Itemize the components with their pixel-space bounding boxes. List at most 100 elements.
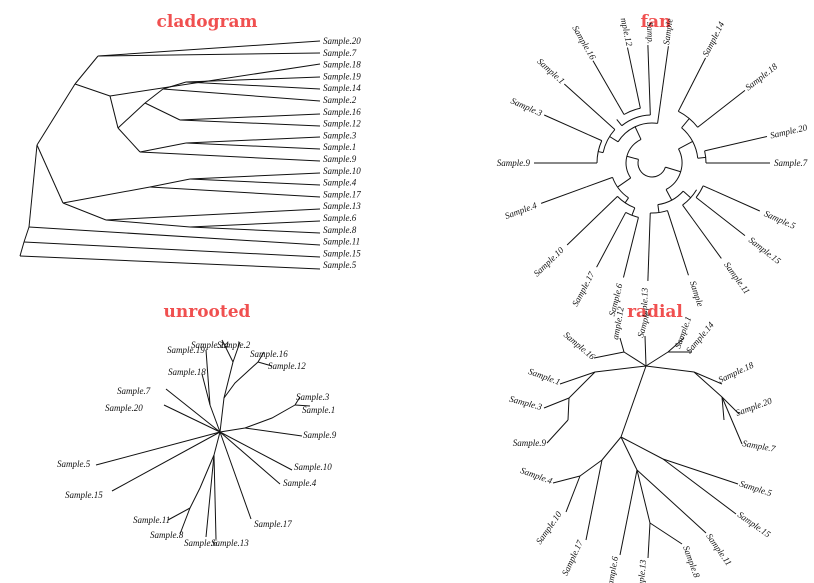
fan-branch <box>647 45 651 94</box>
fan-branch <box>616 102 625 115</box>
rad-branch <box>620 436 638 471</box>
fan-arc <box>637 159 666 178</box>
unr-branch <box>205 349 211 406</box>
rad-branch <box>636 469 651 524</box>
fan-branch <box>609 136 619 143</box>
fan-branch <box>673 229 689 276</box>
rad-tip-label: Sample.3 <box>508 394 543 412</box>
rad-branch <box>552 475 581 484</box>
fan-branch <box>599 115 616 130</box>
cladogram-title: cladogram <box>157 12 258 32</box>
fan-branch <box>634 126 642 140</box>
unr-branch <box>213 431 221 456</box>
fan-tip-label: Samp. <box>645 22 656 45</box>
rad-branch <box>636 469 707 534</box>
rad-branch <box>693 371 723 385</box>
clad-branch <box>139 142 187 153</box>
clad-branch <box>74 55 99 85</box>
fan-branch <box>601 195 618 212</box>
fan-branch <box>587 134 602 142</box>
rad-tip-label: Sample.1 <box>527 366 562 387</box>
clad-branch <box>144 102 181 121</box>
clad-tip-label: Sample.16 <box>323 107 361 117</box>
fan-tip-label: Sample.11 <box>722 260 752 296</box>
unr-branch <box>221 339 234 363</box>
unr-branch <box>189 454 215 509</box>
clad-branch <box>62 186 151 204</box>
unr-tip-label: Sample.4 <box>283 478 317 488</box>
rad-tip-label: Sample.11 <box>704 531 733 567</box>
clad-branch <box>189 172 321 180</box>
unr-tip-label: Sample.8 <box>150 530 184 540</box>
unr-branch <box>244 404 296 429</box>
fan-tip-label: Sample.15 <box>747 235 783 266</box>
rad-branch <box>645 351 669 367</box>
cladogram-panel: cladogram Sample.20Sample.7Sample.18Samp… <box>19 12 361 270</box>
fan-title: fan <box>641 12 672 32</box>
rad-branch <box>693 371 723 398</box>
fan-branch <box>706 89 746 121</box>
clad-branch <box>19 241 25 257</box>
unr-tip-label: Sample.3 <box>296 392 330 402</box>
rad-tip-label: Sample.6 <box>604 555 620 583</box>
clad-branch <box>36 144 64 204</box>
fan-branch <box>665 189 673 201</box>
rad-branch <box>620 365 647 438</box>
fan-branch <box>618 212 627 226</box>
rad-tip-label: Sample.17 <box>560 538 585 577</box>
fan-tip-label: Sample.18 <box>743 61 779 92</box>
clad-branch <box>149 186 321 198</box>
clad-tip-label: Sample.11 <box>323 237 360 247</box>
rad-branch <box>667 337 685 353</box>
fan-branch <box>682 190 691 199</box>
fan-branch <box>657 93 663 124</box>
radial-panel: radial Sample.1Sample.14Sample.18Sample.… <box>508 302 776 583</box>
unr-branch <box>201 373 211 406</box>
fan-branch <box>622 230 636 278</box>
unr-branch <box>163 404 221 433</box>
clad-branch <box>23 241 321 258</box>
rad-tip-label: Sample.4 <box>519 465 554 486</box>
fan-branch <box>626 47 638 95</box>
fan-branch <box>677 100 685 112</box>
fan-tip-label: Sample <box>661 18 675 46</box>
rad-tip-label: Sample.7 <box>742 438 777 454</box>
unr-branch <box>294 396 301 406</box>
rad-branch <box>565 475 581 513</box>
clad-tip-label: Sample.10 <box>323 166 361 176</box>
rad-tip-label: Sample.18 <box>717 360 756 385</box>
rad-branch <box>567 397 570 421</box>
fan-branch <box>692 219 722 259</box>
clad-branch <box>117 102 146 129</box>
unr-branch <box>167 507 191 521</box>
fan-branch <box>543 114 589 135</box>
fan-branch <box>702 185 717 192</box>
rad-branch <box>568 371 596 399</box>
fan-branch <box>634 217 639 232</box>
clad-tip-label: Sample.9 <box>323 154 357 164</box>
fan-branch <box>636 94 641 109</box>
clad-branch <box>23 226 30 243</box>
clad-tip-label: Sample.13 <box>323 201 361 211</box>
fan-branch <box>647 232 651 281</box>
fan-arc <box>625 138 642 179</box>
clad-branch <box>36 83 76 146</box>
unr-branch <box>219 431 281 485</box>
clad-branch <box>105 208 321 221</box>
clad-tip-label: Sample.1 <box>323 142 356 152</box>
unr-tip-label: Sample.20 <box>105 403 143 413</box>
clad-branch <box>189 178 321 186</box>
clad-branch <box>144 88 164 104</box>
unr-tip-label: Sample.19 <box>167 345 205 355</box>
clad-tip-label: Sample.3 <box>323 130 357 140</box>
clad-branch <box>97 40 321 57</box>
fan-tip-label: mple.12 <box>619 17 635 48</box>
fan-arc <box>621 114 651 127</box>
fan-branch <box>596 224 620 268</box>
unr-branch <box>219 427 246 433</box>
clad-branch <box>189 220 321 228</box>
clad-branch <box>109 63 321 97</box>
fan-branch <box>697 119 708 128</box>
fan-branch <box>631 207 636 216</box>
